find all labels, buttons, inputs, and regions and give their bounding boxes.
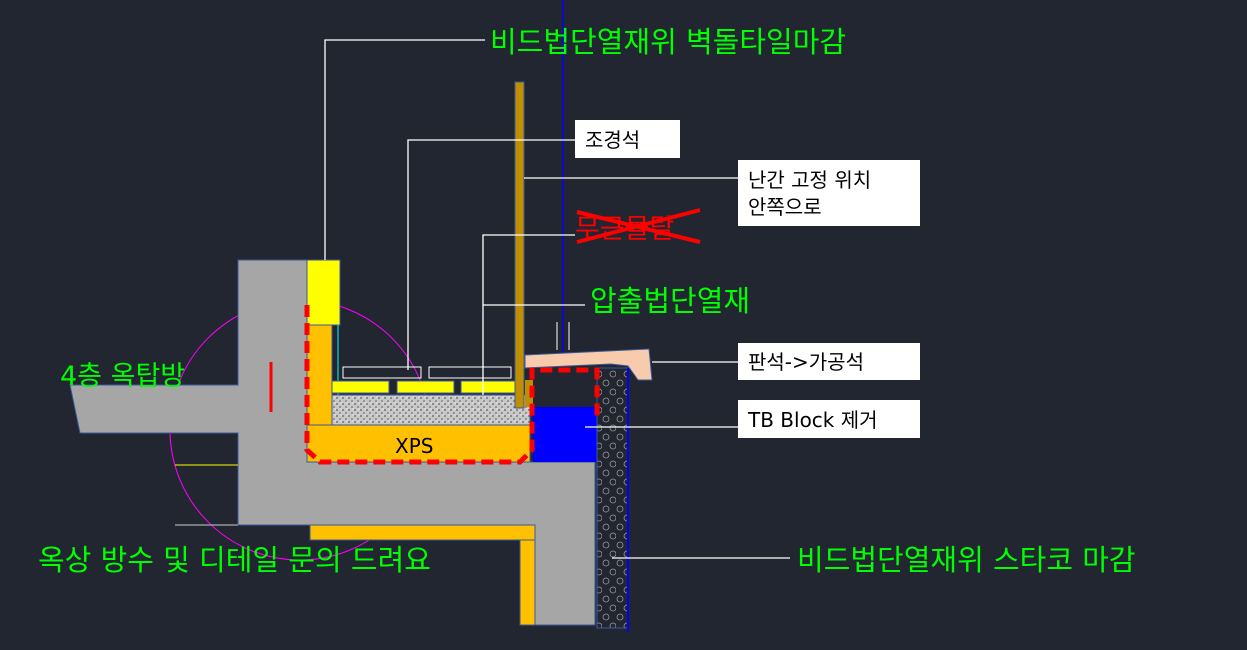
xps-insulation-label: 압출법단열재 (590, 284, 750, 318)
stone-change-label: 판석->가공석 (748, 350, 864, 374)
tb-block-box (738, 400, 920, 438)
markup-dashed-outline (304, 305, 600, 465)
floor-name-label: 4층 옥탑방 (60, 361, 185, 392)
coping-stone (524, 348, 653, 381)
xps-label: XPS (395, 434, 433, 458)
railing-note-line1: 난간 고정 위치 (748, 168, 871, 192)
stucco-insulation (596, 367, 629, 629)
struck-mortar-label: 무근몰탈 (575, 208, 701, 245)
railing-note-box (738, 160, 920, 226)
stone-change-box (738, 343, 920, 380)
concrete-structure (69, 259, 596, 626)
question-label: 옥상 방수 및 디테일 문의 드려요 (38, 543, 431, 577)
brick-tile (306, 259, 341, 326)
stucco-finish-label: 비드법단열재위 스타코 마감 (797, 543, 1136, 577)
wall-insulation (306, 324, 333, 426)
top-wall-finish-label: 비드법단열재위 벽돌타일마감 (490, 25, 846, 59)
railing-note-line2: 안쪽으로 (748, 195, 822, 219)
railing-post (514, 81, 525, 409)
landscape-stone-box (575, 120, 680, 158)
tb-block (533, 407, 597, 462)
landscape-stone-label: 조경석 (585, 128, 640, 152)
mortar-layer (331, 394, 531, 426)
tb-block-label: TB Block 제거 (747, 408, 878, 432)
